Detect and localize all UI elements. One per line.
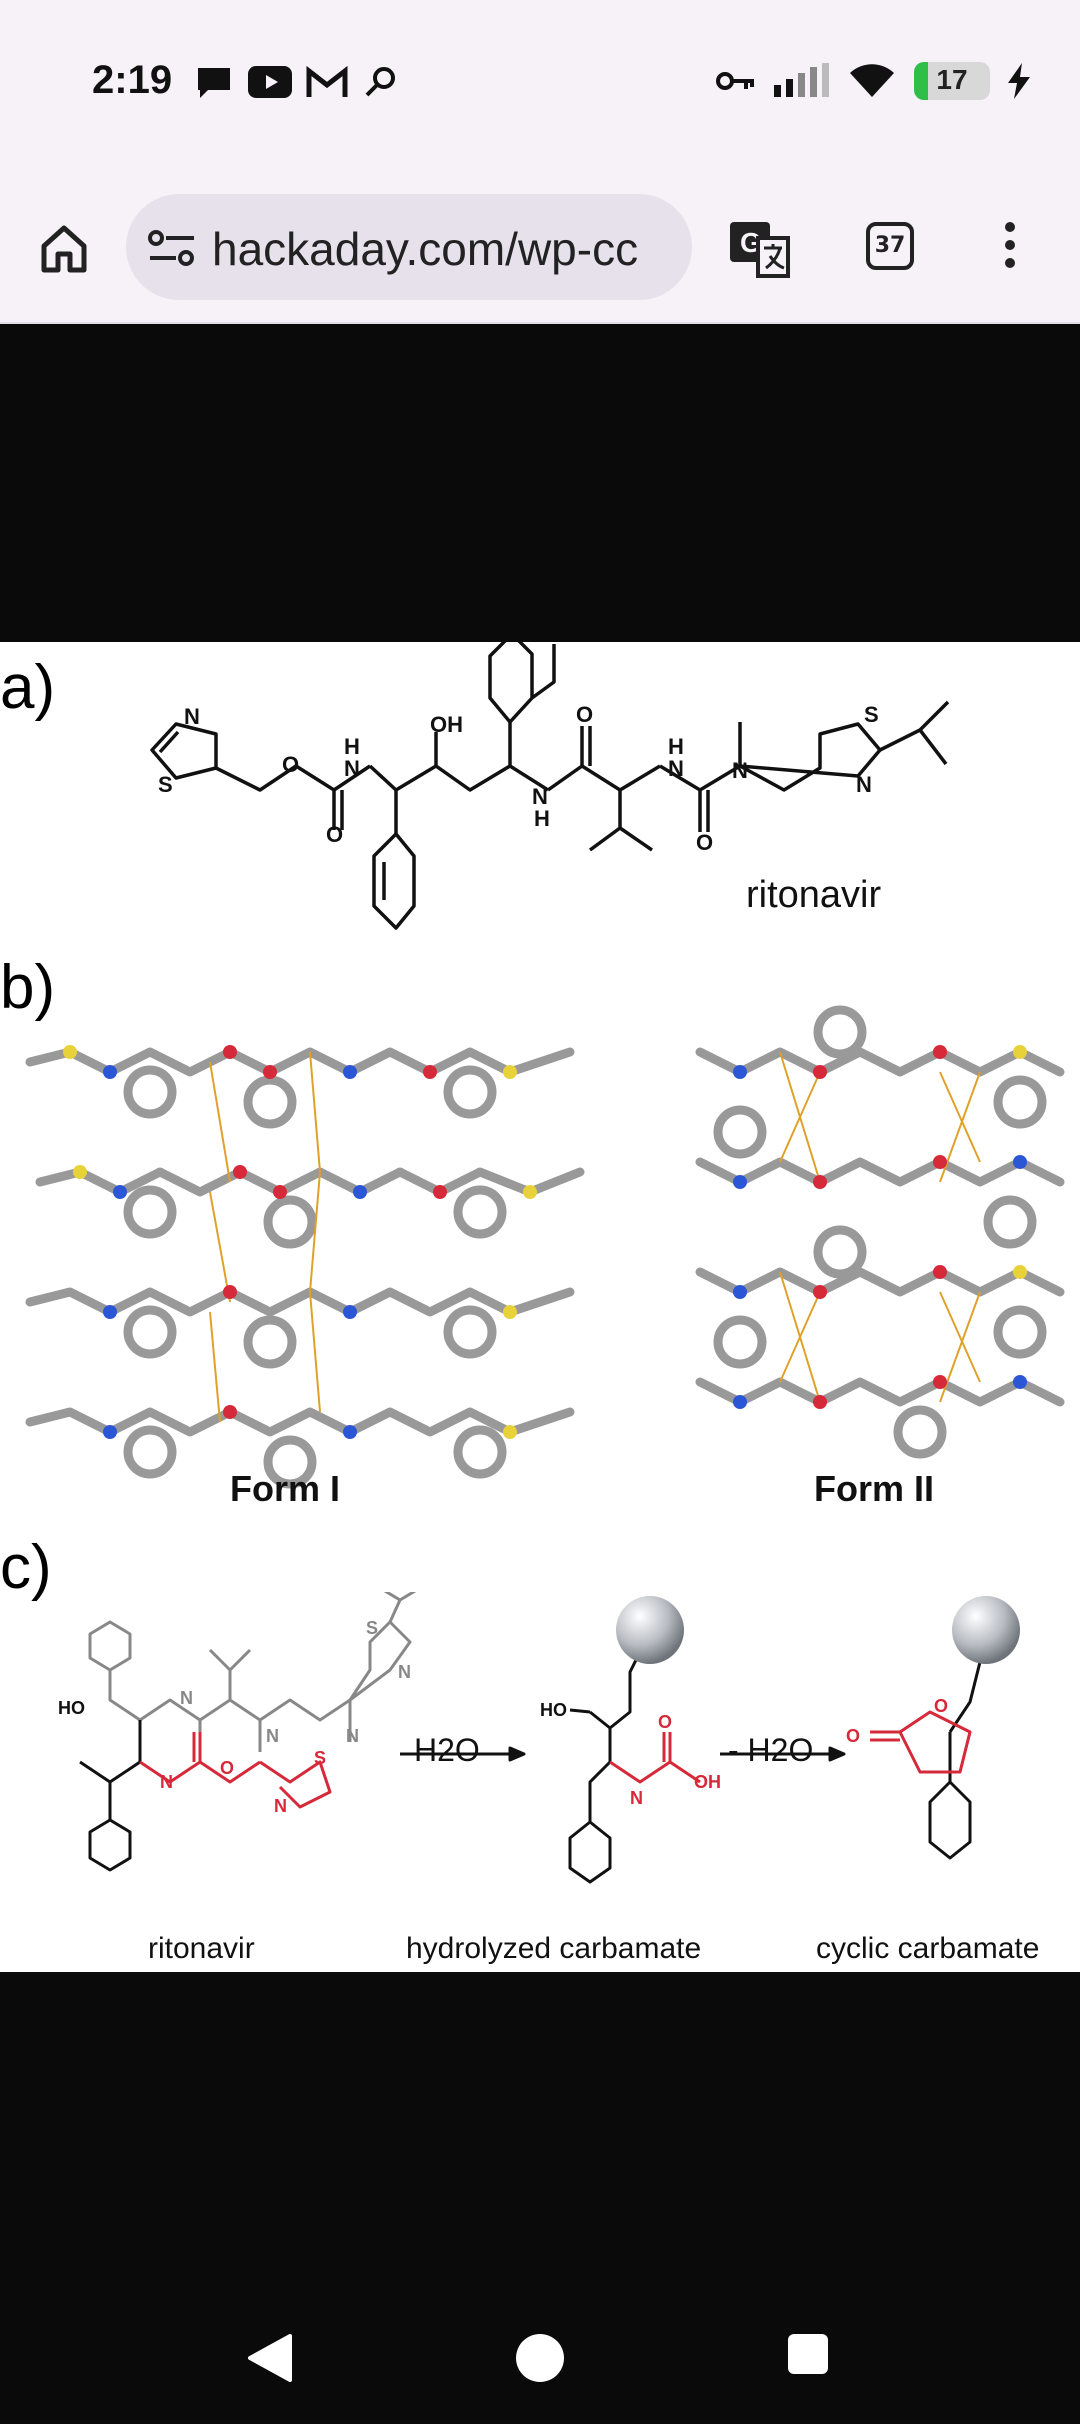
hydrolyzed-carbamate-label: hydrolyzed carbamate bbox=[406, 1932, 702, 1965]
signal-icon bbox=[774, 63, 829, 97]
svg-text:O: O bbox=[658, 1712, 672, 1732]
reaction-step-1-label: H2O bbox=[414, 1732, 480, 1768]
svg-text:S: S bbox=[314, 1748, 326, 1768]
ritonavir-label: ritonavir bbox=[148, 1932, 255, 1965]
chat-icon bbox=[198, 68, 230, 98]
form-1-crystal-packing bbox=[25, 1045, 585, 1489]
charging-icon bbox=[1008, 63, 1030, 99]
svg-text:O: O bbox=[282, 752, 299, 777]
svg-text:O: O bbox=[696, 830, 713, 855]
svg-text:O: O bbox=[326, 822, 343, 847]
svg-text:H: H bbox=[668, 734, 684, 759]
svg-text:O: O bbox=[846, 1726, 860, 1746]
form-1-label: Form I bbox=[230, 1468, 341, 1509]
cyclic-carbamate-label: cyclic carbamate bbox=[816, 1932, 1040, 1965]
home-nav-icon[interactable] bbox=[514, 2332, 566, 2384]
gmail-icon bbox=[306, 65, 348, 97]
svg-text:N: N bbox=[732, 758, 748, 783]
site-settings-icon[interactable] bbox=[146, 228, 200, 268]
system-navigation-bar bbox=[0, 2240, 1080, 2424]
panel-c-label: c) bbox=[0, 1533, 52, 1602]
svg-text:O: O bbox=[220, 1758, 234, 1778]
panel-a-molecule-name: ritonavir bbox=[746, 874, 882, 916]
form-2-crystal-packing bbox=[695, 1005, 1065, 1459]
svg-text:O: O bbox=[934, 1696, 948, 1716]
svg-text:N: N bbox=[630, 1788, 643, 1808]
address-bar[interactable]: hackaday.com/wp-cc bbox=[126, 194, 692, 300]
tab-switcher-button[interactable]: 37 bbox=[866, 222, 914, 270]
support-sphere-1 bbox=[616, 1596, 684, 1664]
panel-a-structure: SN O O HN OH NH O HN O N SN bbox=[150, 642, 950, 930]
url-text[interactable]: hackaday.com/wp-cc bbox=[212, 223, 639, 275]
svg-text:S: S bbox=[158, 772, 173, 797]
status-icons-left bbox=[194, 64, 398, 100]
svg-text:N: N bbox=[344, 756, 360, 781]
battery-icon: 17 bbox=[914, 62, 990, 100]
battery-fill bbox=[914, 62, 928, 100]
svg-text:N: N bbox=[184, 704, 200, 729]
key-icon bbox=[716, 72, 754, 90]
form-2-label: Form II bbox=[814, 1468, 935, 1509]
search-icon bbox=[365, 67, 395, 97]
reaction-step-2-label: - H2O bbox=[728, 1732, 814, 1768]
page-black-area bbox=[0, 324, 1080, 642]
recents-icon[interactable] bbox=[786, 2332, 830, 2376]
svg-text:HO: HO bbox=[58, 1698, 85, 1718]
svg-text:H: H bbox=[534, 806, 550, 831]
more-menu-icon[interactable] bbox=[1000, 222, 1020, 278]
svg-text:N: N bbox=[398, 1662, 411, 1682]
home-icon[interactable] bbox=[36, 220, 92, 276]
svg-text:N: N bbox=[266, 1726, 279, 1746]
svg-text:S: S bbox=[366, 1618, 378, 1638]
svg-text:H: H bbox=[344, 734, 360, 759]
status-icons-right: 17 bbox=[716, 62, 1030, 100]
status-bar: 2:19 17 bbox=[0, 0, 1080, 180]
back-icon[interactable] bbox=[246, 2332, 294, 2384]
svg-text:S: S bbox=[864, 702, 879, 727]
support-sphere-2 bbox=[952, 1596, 1020, 1664]
svg-text:N: N bbox=[274, 1796, 287, 1816]
panel-c-reaction-scheme: HO N N N SN NO SN HO NOH O OO bbox=[58, 1592, 1020, 1884]
svg-text:N: N bbox=[668, 756, 684, 781]
svg-text:OH: OH bbox=[694, 1772, 721, 1792]
panel-b-label: b) bbox=[0, 953, 56, 1022]
svg-text:N: N bbox=[346, 1726, 359, 1746]
svg-text:HO: HO bbox=[540, 1700, 567, 1720]
translate-icon[interactable]: G bbox=[728, 220, 790, 278]
status-time: 2:19 bbox=[92, 58, 173, 102]
svg-text:N: N bbox=[856, 772, 872, 797]
svg-text:N: N bbox=[160, 1772, 173, 1792]
browser-toolbar: hackaday.com/wp-cc G 37 bbox=[0, 180, 1080, 324]
battery-level: 17 bbox=[936, 64, 968, 95]
panel-a-label: a) bbox=[0, 653, 56, 722]
youtube-icon bbox=[248, 66, 292, 98]
wifi-icon bbox=[850, 64, 894, 97]
svg-text:N: N bbox=[532, 784, 548, 809]
svg-text:O: O bbox=[576, 702, 593, 727]
svg-text:OH: OH bbox=[430, 712, 463, 737]
svg-text:N: N bbox=[180, 1688, 193, 1708]
